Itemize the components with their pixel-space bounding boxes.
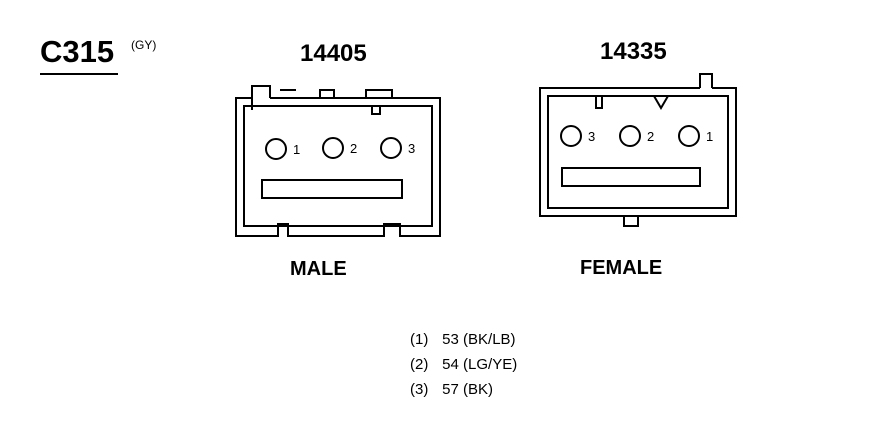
female-latch: [699, 73, 713, 88]
female-top-key: [595, 95, 603, 109]
male-inner-body: [243, 105, 433, 227]
male-pin-2: [322, 137, 344, 159]
connector-id-underline: [40, 73, 118, 75]
female-v-notch: [653, 95, 669, 110]
female-pin-2: [619, 125, 641, 147]
male-tab-right: [365, 89, 393, 98]
female-bottom-tab: [623, 215, 639, 227]
connector-id: C315: [40, 34, 115, 69]
female-pin-1: [678, 125, 700, 147]
male-pin-3: [380, 137, 402, 159]
female-part-number: 14335: [600, 38, 667, 65]
female-connector: [539, 73, 737, 227]
male-pin-label-3: 3: [408, 141, 415, 156]
male-pin-label-1: 1: [293, 142, 300, 157]
legend-pin-number: (1): [410, 331, 429, 348]
female-inner-body: [547, 95, 729, 209]
pin-legend: (1) 53 (BK/LB) (2) 54 (LG/YE) (3) 57 (BK…: [410, 331, 517, 406]
legend-row-1: (1) 53 (BK/LB): [410, 331, 517, 356]
male-tab: [319, 89, 335, 99]
female-housing-outline: [539, 87, 737, 217]
female-pin-label-3: 3: [588, 129, 595, 144]
male-pin-1: [265, 138, 287, 160]
male-key: [371, 105, 381, 115]
male-part-number: 14405: [300, 40, 367, 67]
legend-pin-number: (2): [410, 356, 429, 373]
female-pin-label-1: 1: [706, 129, 713, 144]
legend-wire-desc: 54 (LG/YE): [442, 356, 518, 373]
male-slot: [261, 179, 403, 199]
male-connector: [235, 85, 441, 237]
legend-wire-desc: 57 (BK): [442, 381, 494, 398]
connector-color: (GY): [131, 38, 157, 52]
legend-row-2: (2) 54 (LG/YE): [410, 356, 517, 381]
male-housing-outline: [235, 97, 441, 237]
female-slot: [561, 167, 701, 187]
female-pin-label-2: 2: [647, 129, 654, 144]
male-label: MALE: [290, 258, 347, 280]
female-label: FEMALE: [580, 257, 663, 279]
legend-row-3: (3) 57 (BK): [410, 381, 517, 406]
female-pin-3: [560, 125, 582, 147]
legend-wire-desc: 53 (BK/LB): [442, 331, 516, 348]
male-pin-label-2: 2: [350, 141, 357, 156]
male-latch: [251, 85, 271, 110]
legend-pin-number: (3): [410, 381, 429, 398]
